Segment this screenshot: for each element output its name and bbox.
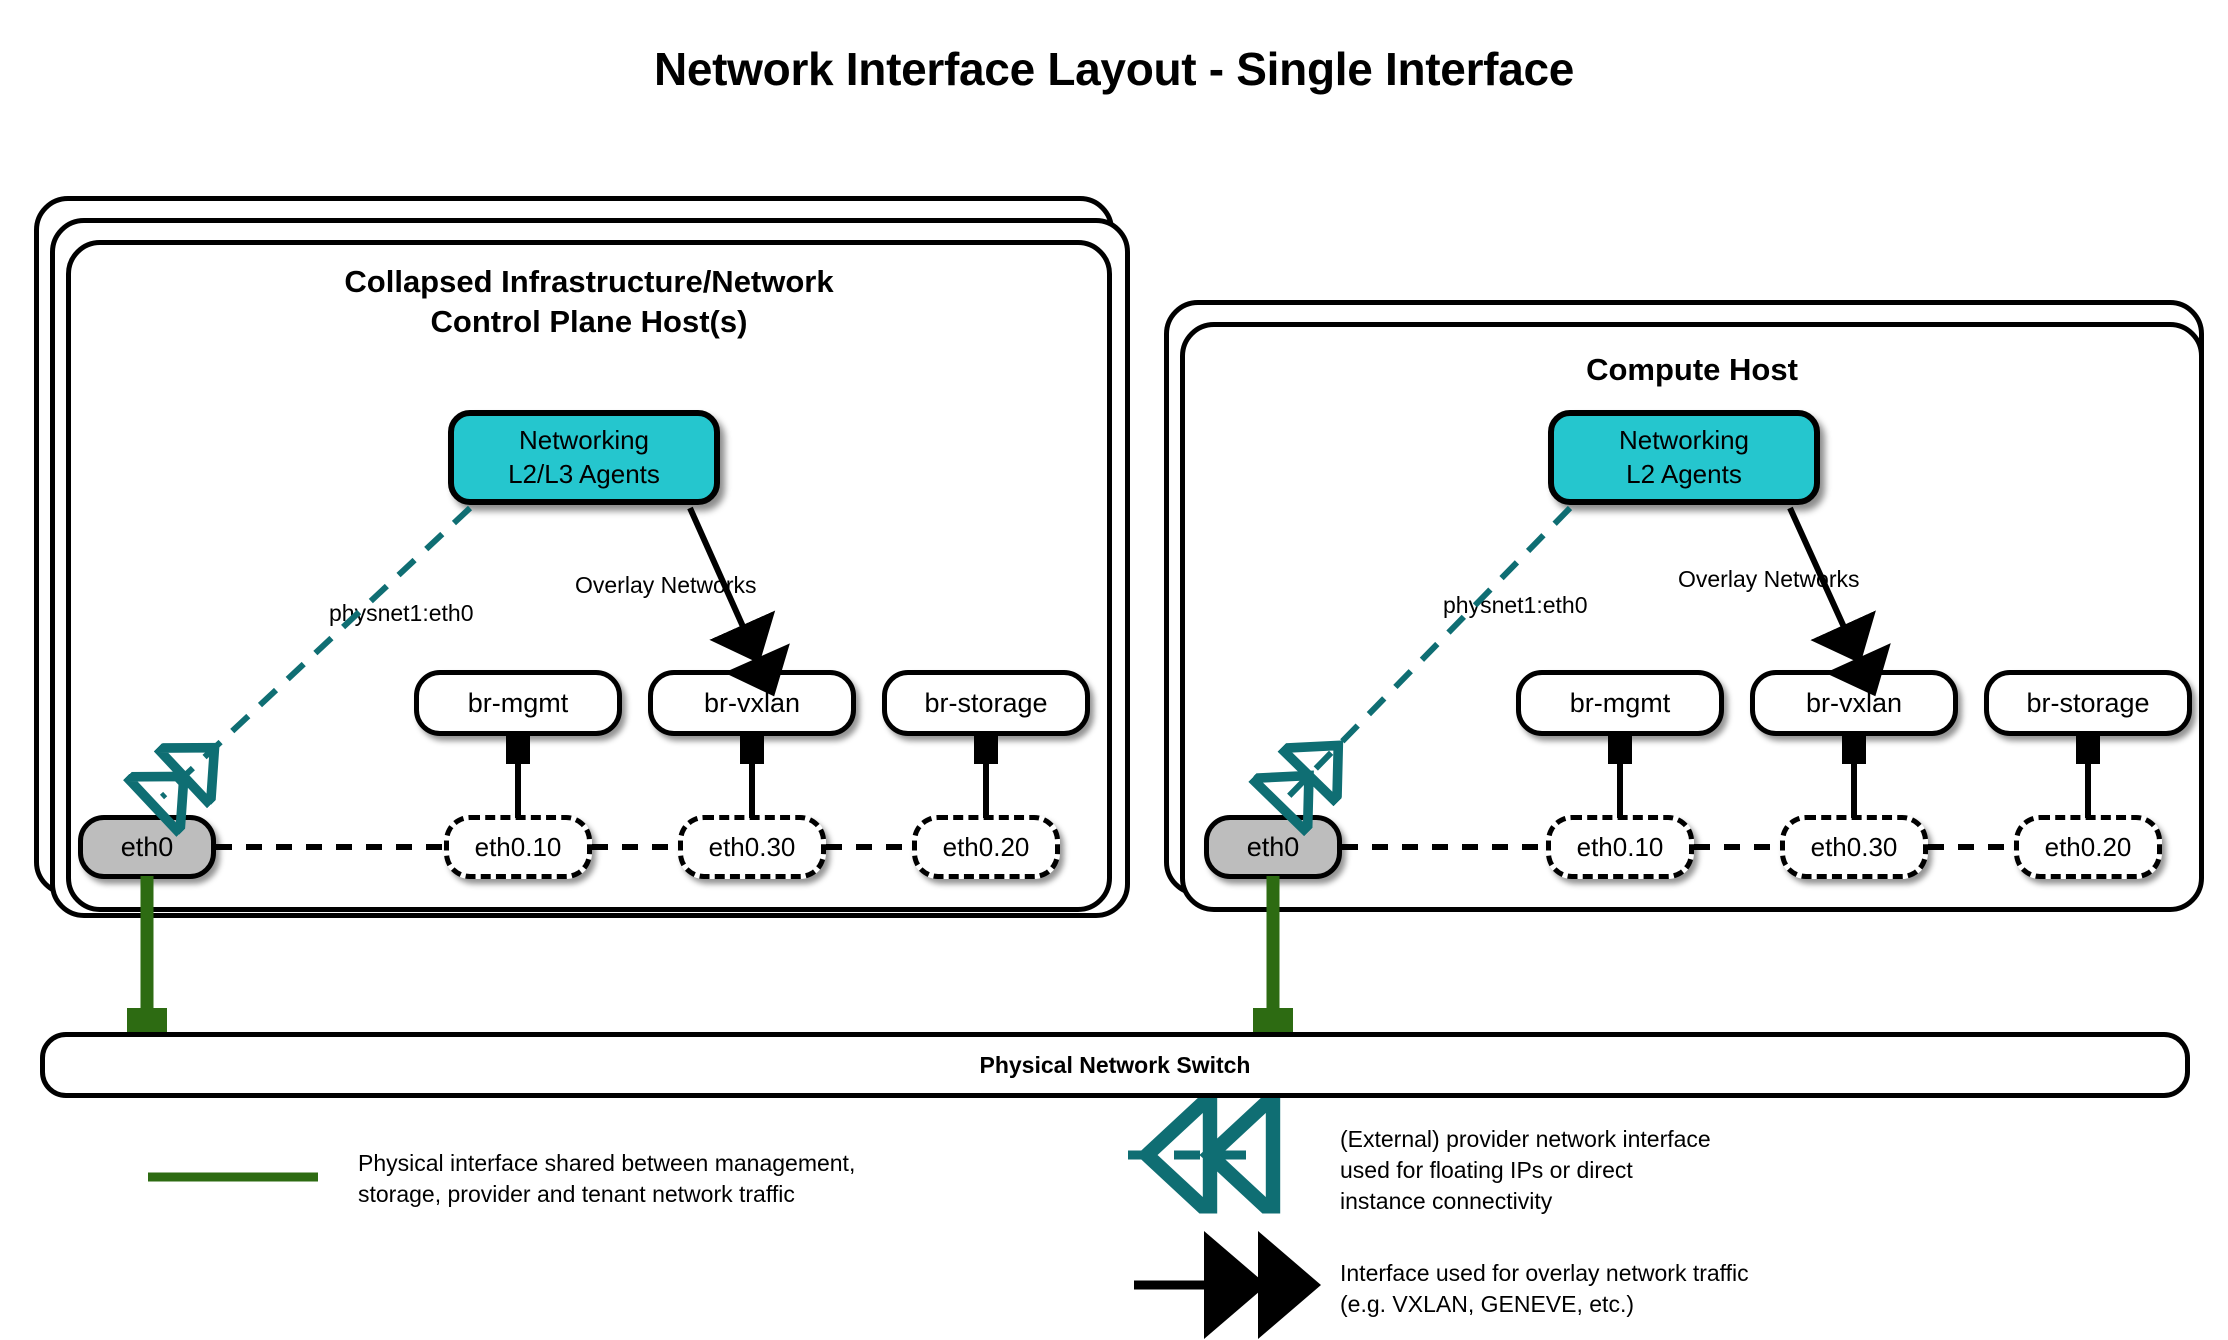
compute-bridge-br-vxlan[interactable]: br-vxlan [1750,670,1958,736]
control-plane-vlan-eth0-10[interactable]: eth0.10 [444,815,592,879]
control-plane-bridge-br-storage[interactable]: br-storage [882,670,1090,736]
compute-bridge-br-storage[interactable]: br-storage [1984,670,2192,736]
control-plane-bridge-br-vxlan[interactable]: br-vxlan [648,670,856,736]
compute-overlay-edge-label: Overlay Networks [1678,566,1860,592]
legend-provider-network-text: (External) provider network interface us… [1340,1126,1711,1215]
compute-bridge-br-mgmt[interactable]: br-mgmt [1516,670,1724,736]
control-plane-provider-edge-label: physnet1:eth0 [329,600,474,626]
control-plane-bridge-br-mgmt[interactable]: br-mgmt [414,670,622,736]
page-title: Network Interface Layout - Single Interf… [653,43,1575,95]
compute-vlan-eth0-30[interactable]: eth0.30 [1780,815,1928,879]
compute-nic-eth0[interactable]: eth0 [1204,815,1342,879]
legend-physical-interface-text: Physical interface shared between manage… [358,1150,856,1208]
compute-host-title: Compute Host [1586,352,1798,387]
compute-vlan-eth0-20[interactable]: eth0.20 [2014,815,2162,879]
compute-provider-edge-label: physnet1:eth0 [1443,592,1588,618]
compute-vlan-eth0-10[interactable]: eth0.10 [1546,815,1694,879]
control-plane-nic-eth0[interactable]: eth0 [78,815,216,879]
control-plane-vlan-eth0-20[interactable]: eth0.20 [912,815,1060,879]
physical-network-switch[interactable]: Physical Network Switch [40,1032,2190,1098]
control-plane-vlan-eth0-30[interactable]: eth0.30 [678,815,826,879]
physical-network-switch-label: Physical Network Switch [979,1051,1251,1078]
legend-overlay-network-text: Interface used for overlay network traff… [1340,1260,1749,1318]
compute-networking-agents[interactable]: Networking L2 Agents [1548,410,1820,505]
control-plane-host-title: Collapsed Infrastructure/Network Control… [344,264,834,339]
control-plane-networking-agents[interactable]: Networking L2/L3 Agents [448,410,720,505]
control-plane-overlay-edge-label: Overlay Networks [575,572,757,598]
